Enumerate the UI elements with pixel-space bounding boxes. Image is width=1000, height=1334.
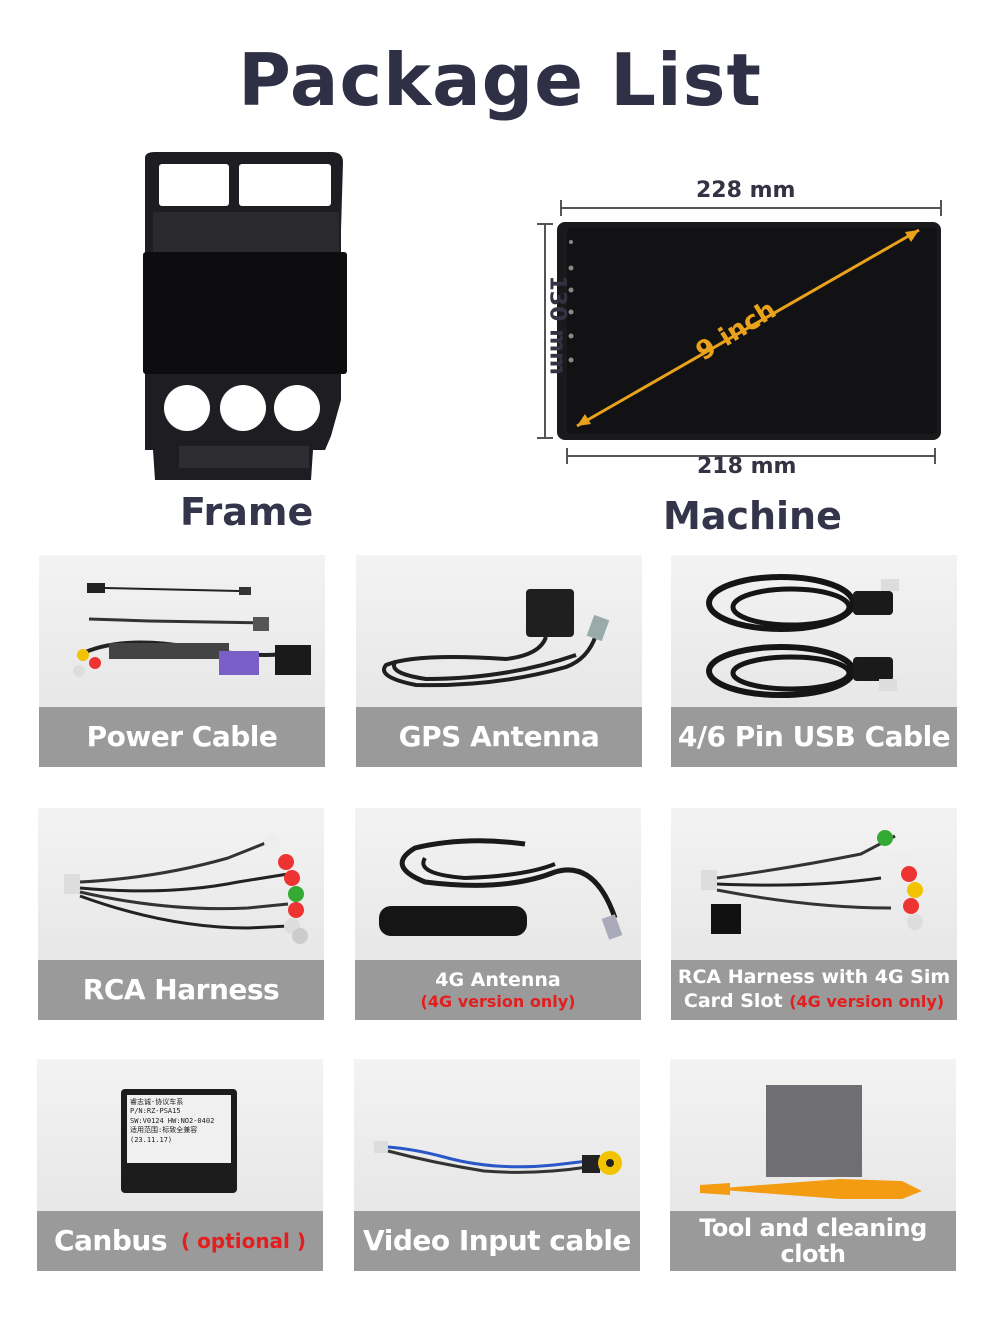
item-label-line1: RCA Harness with 4G Sim [677, 966, 951, 989]
gps-antenna-image [382, 589, 610, 688]
item-label-line2: Card Slot [683, 990, 783, 1012]
item-label: RCA Harness [82, 972, 280, 1006]
page-title: Package List [238, 38, 762, 122]
item-bar: 4/6 Pin USB Cable [671, 707, 957, 767]
item-card-power-cable: Power Cable [39, 555, 325, 767]
tool-cloth-image [700, 1085, 922, 1199]
item-bar: RCA Harness [38, 960, 324, 1020]
canbus-sticker-line3: SW:V0124 HW:NO2-0402 [130, 1116, 215, 1125]
item-bar: Video Input cable [354, 1211, 640, 1271]
item-card-tool-cloth: Tool and cleaning cloth [670, 1059, 956, 1271]
machine-image [505, 170, 965, 490]
rca-harness-4g-image [701, 830, 923, 934]
item-note: (4G version only) [789, 992, 945, 1011]
item-bar: Canbus ( optional ) [37, 1211, 323, 1271]
canbus-box: 睿志诚-协议车系 P/N:RZ-PSA15 SW:V0124 HW:NO2-04… [121, 1089, 237, 1193]
item-card-video-input: Video Input cable [354, 1059, 640, 1271]
usb-cable-image [706, 574, 899, 698]
item-label: 4G Antenna [435, 968, 561, 991]
video-input-image [374, 1141, 622, 1175]
item-card-rca-harness-4g: RCA Harness with 4G Sim Card Slot (4G ve… [671, 808, 957, 1020]
canbus-sticker-line1: 睿志诚-协议车系 [130, 1098, 184, 1106]
item-label: Video Input cable [363, 1223, 631, 1257]
item-card-4g-antenna: 4G Antenna (4G version only) [355, 808, 641, 1020]
machine-width-label: 228 mm [696, 178, 796, 203]
machine-height-label: 130 mm [544, 275, 570, 375]
frame-image [135, 150, 355, 490]
canbus-sticker: 睿志诚-协议车系 P/N:RZ-PSA15 SW:V0124 HW:NO2-04… [127, 1095, 231, 1163]
item-label-line2-row: Card Slot (4G version only) [684, 990, 944, 1014]
item-note: ( optional ) [181, 1229, 307, 1253]
item-label: GPS Antenna [398, 719, 600, 753]
item-note: (4G version only) [420, 992, 576, 1012]
item-label: Tool and cleaning cloth [699, 1213, 927, 1268]
item-bar: GPS Antenna [356, 707, 642, 767]
machine-bottom-width-label: 218 mm [697, 454, 797, 479]
item-card-usb-cable: 4/6 Pin USB Cable [671, 555, 957, 767]
item-bar: RCA Harness with 4G Sim Card Slot (4G ve… [671, 960, 957, 1020]
item-card-canbus: 睿志诚-协议车系 P/N:RZ-PSA15 SW:V0124 HW:NO2-04… [37, 1059, 323, 1271]
item-bar: Tool and cleaning cloth [670, 1211, 956, 1271]
power-cable-image [73, 583, 311, 677]
4g-antenna-image [379, 838, 623, 940]
item-label: 4/6 Pin USB Cable [677, 719, 951, 753]
canbus-image: 睿志诚-协议车系 P/N:RZ-PSA15 SW:V0124 HW:NO2-04… [37, 1059, 323, 1211]
item-card-rca-harness: RCA Harness [38, 808, 324, 1020]
frame-label: Frame [180, 490, 314, 534]
canbus-sticker-line4: 适用范围:标致全兼容 (23.11.17) [130, 1126, 198, 1144]
item-card-gps-antenna: GPS Antenna [356, 555, 642, 767]
rca-harness-image [64, 834, 308, 944]
machine-label: Machine [663, 494, 842, 538]
item-bar: 4G Antenna (4G version only) [355, 960, 641, 1020]
canbus-sticker-line2: P/N:RZ-PSA15 [130, 1107, 181, 1116]
item-label: Power Cable [86, 719, 278, 753]
item-label: Canbus [53, 1223, 168, 1257]
item-bar: Power Cable [39, 707, 325, 767]
